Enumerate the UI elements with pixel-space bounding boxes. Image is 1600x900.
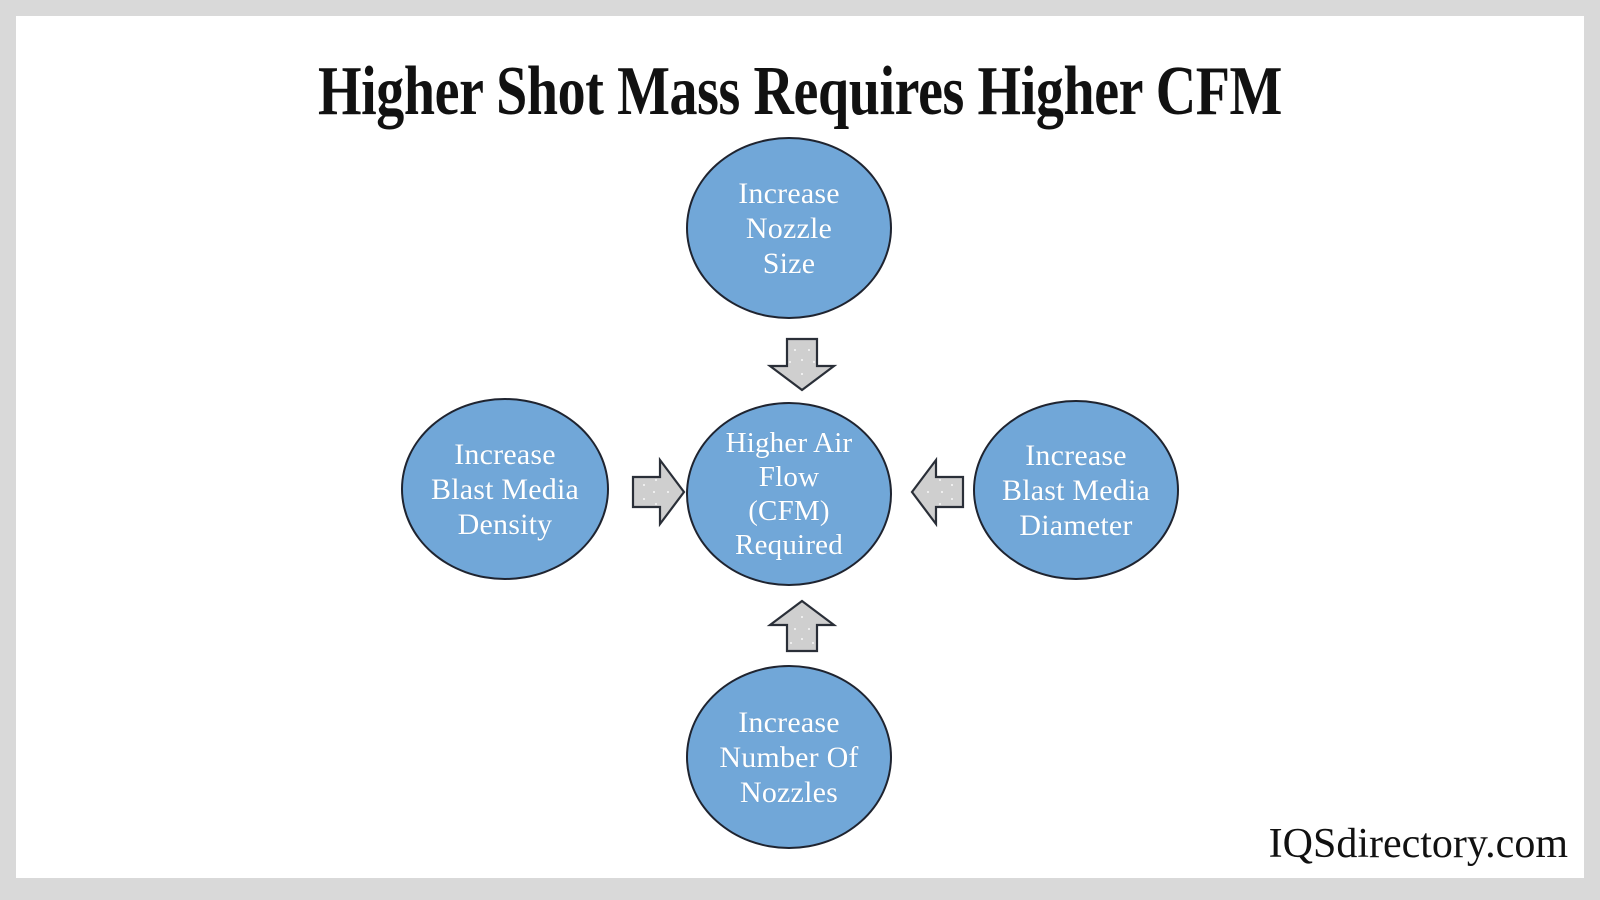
arrow-up-icon <box>766 599 838 653</box>
arrow-left-icon <box>910 456 965 528</box>
watermark: IQSdirectory.com <box>1268 821 1568 867</box>
page-title: Higher Shot Mass Requires Higher CFM <box>317 53 1283 130</box>
arrow-right-icon <box>631 456 686 528</box>
diagram-canvas: Higher Shot Mass Requires Higher CFM Inc… <box>16 16 1584 878</box>
arrow-down-icon <box>766 337 838 392</box>
